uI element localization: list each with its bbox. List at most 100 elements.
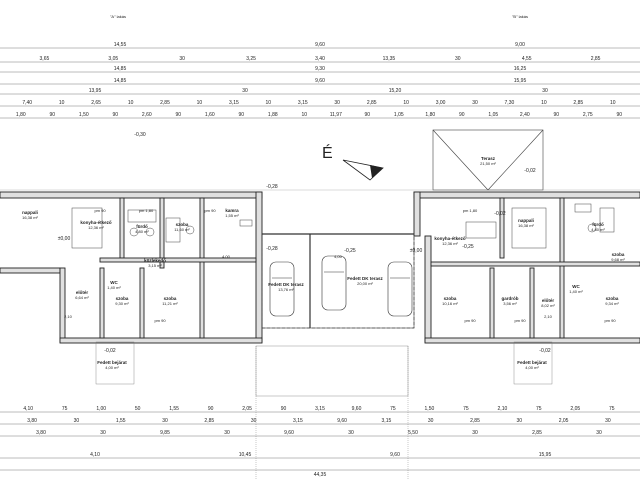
room-area: 11,21 m² — [162, 301, 178, 306]
dimension-label: 30 — [162, 418, 168, 424]
level-marks: -0,30-0,28-0,28±0,00±0,00-0,02-0,25-0,02… — [58, 132, 551, 354]
annotation-label: 2,10 — [544, 314, 553, 319]
dimension-label: 1,05 — [488, 112, 498, 118]
room-area: 11,60 m² — [174, 227, 190, 232]
room-name: Fedett DK terasz — [268, 282, 304, 287]
room-name: szoba — [164, 296, 177, 301]
dimension-label: 2,85 — [532, 430, 542, 436]
level-mark: -0,02 — [539, 348, 551, 354]
dimension-label: 9,60 — [352, 406, 362, 412]
dimension-label: 90 — [50, 112, 56, 118]
dimension-label: 15,95 — [514, 78, 527, 84]
dimension-label: 1,05 — [394, 112, 404, 118]
top-dimension-lines — [0, 47, 640, 119]
dimension-label: 15,20 — [389, 88, 402, 94]
dimension-label: 14,55 — [114, 42, 127, 48]
dimension-label: 30 — [224, 430, 230, 436]
dimension-label: 75 — [463, 406, 469, 412]
dimension-label: 90 — [239, 112, 245, 118]
annotation-label: pm 90 — [604, 318, 616, 323]
room-name: előtér — [542, 298, 555, 303]
dimension-label: 2,05 — [570, 406, 580, 412]
room-name: kamra — [225, 208, 239, 213]
level-mark: -0,30 — [134, 132, 146, 138]
dimension-label: 30 — [455, 56, 461, 62]
dimension-label: 1,50 — [79, 112, 89, 118]
dimension-label: 1,55 — [116, 418, 126, 424]
dimension-label: 30 — [542, 88, 548, 94]
apartment-b-walls — [413, 191, 640, 344]
dimension-label: 2,75 — [583, 112, 593, 118]
room-area: 4,00 m² — [525, 365, 539, 370]
dimension-label: 30 — [179, 56, 185, 62]
dimension-label: 30 — [596, 430, 602, 436]
dimension-label: 2,05 — [242, 406, 252, 412]
dimension-label: 1,80 — [425, 112, 435, 118]
dimension-label: 3,15 — [229, 100, 239, 106]
room-area: 12,36 m² — [442, 241, 458, 246]
dimension-label: 2,85 — [591, 56, 601, 62]
room-name: nappali — [518, 218, 534, 223]
level-mark: ±0,00 — [58, 236, 71, 242]
dimension-label: 90 — [113, 112, 119, 118]
dimension-label: 3,15 — [293, 418, 303, 424]
dimension-label: 9,60 — [337, 418, 347, 424]
dimension-label: 5,50 — [408, 430, 418, 436]
dimension-label: 7,30 — [505, 100, 515, 106]
dimension-label: 10 — [266, 100, 272, 106]
room-area: 10,16 m² — [442, 301, 458, 306]
total-dimension-label: 44,35 — [314, 472, 327, 478]
dimension-label: 10 — [403, 100, 409, 106]
dimension-label: 10 — [128, 100, 134, 106]
room-name: szoba — [612, 252, 625, 257]
dimension-label: 1,00 — [96, 406, 106, 412]
annotation-label: pm 90 — [514, 318, 526, 323]
dimension-label: 50 — [135, 406, 141, 412]
dimension-label: 3,15 — [315, 406, 325, 412]
level-mark: -0,02 — [494, 211, 506, 217]
room-name: fürdő — [136, 224, 148, 229]
room-name: szoba — [176, 222, 189, 227]
room-area: 16,38 m² — [518, 223, 534, 228]
room-name: konyha-étkező — [434, 236, 466, 241]
dimension-label: 90 — [208, 406, 214, 412]
dimension-label: 2,05 — [559, 418, 569, 424]
dimension-label: 90 — [176, 112, 182, 118]
dimension-label: 10 — [59, 100, 65, 106]
carport — [261, 233, 415, 329]
room-area: 13,76 m² — [278, 287, 294, 292]
dimension-label: 9,30 — [315, 66, 325, 72]
terrace-outline — [0, 129, 640, 191]
level-mark: ±0,00 — [410, 248, 423, 254]
level-mark: -0,02 — [524, 168, 536, 174]
dimension-label: 90 — [365, 112, 371, 118]
dimension-label: 30 — [472, 430, 478, 436]
dimension-label: 1,50 — [425, 406, 435, 412]
annotation-label: pm 1,80 — [463, 208, 478, 213]
dimension-label: 4,10 — [90, 452, 100, 458]
dimension-label: 90 — [459, 112, 465, 118]
room-name: gardrób — [501, 296, 518, 301]
room-area: 4,80 m² — [135, 229, 149, 234]
dimension-label: 9,00 — [515, 42, 525, 48]
room-name: Fedett bejárat — [517, 360, 547, 365]
north-arrow-label: É — [322, 143, 333, 162]
room-name: szoba — [116, 296, 129, 301]
dimension-label: 9,60 — [390, 452, 400, 458]
dimension-label: 30 — [517, 418, 523, 424]
dimension-label: 10,45 — [239, 452, 252, 458]
annotation-label: 4,00 — [334, 254, 343, 259]
room-area: 16,38 m² — [22, 215, 38, 220]
paved-area — [95, 341, 553, 480]
dimension-label: 7,40 — [22, 100, 32, 106]
room-area: 12,36 m² — [88, 225, 104, 230]
dimension-label: 1,55 — [169, 406, 179, 412]
dimension-label: 2,85 — [573, 100, 583, 106]
room-area: 4,00 m² — [105, 365, 119, 370]
north-arrow: É — [322, 143, 384, 181]
dimension-label: 3,65 — [40, 56, 50, 62]
dimension-label: 9,60 — [284, 430, 294, 436]
dimension-label: 30 — [242, 88, 248, 94]
level-mark: -0,25 — [462, 244, 474, 250]
